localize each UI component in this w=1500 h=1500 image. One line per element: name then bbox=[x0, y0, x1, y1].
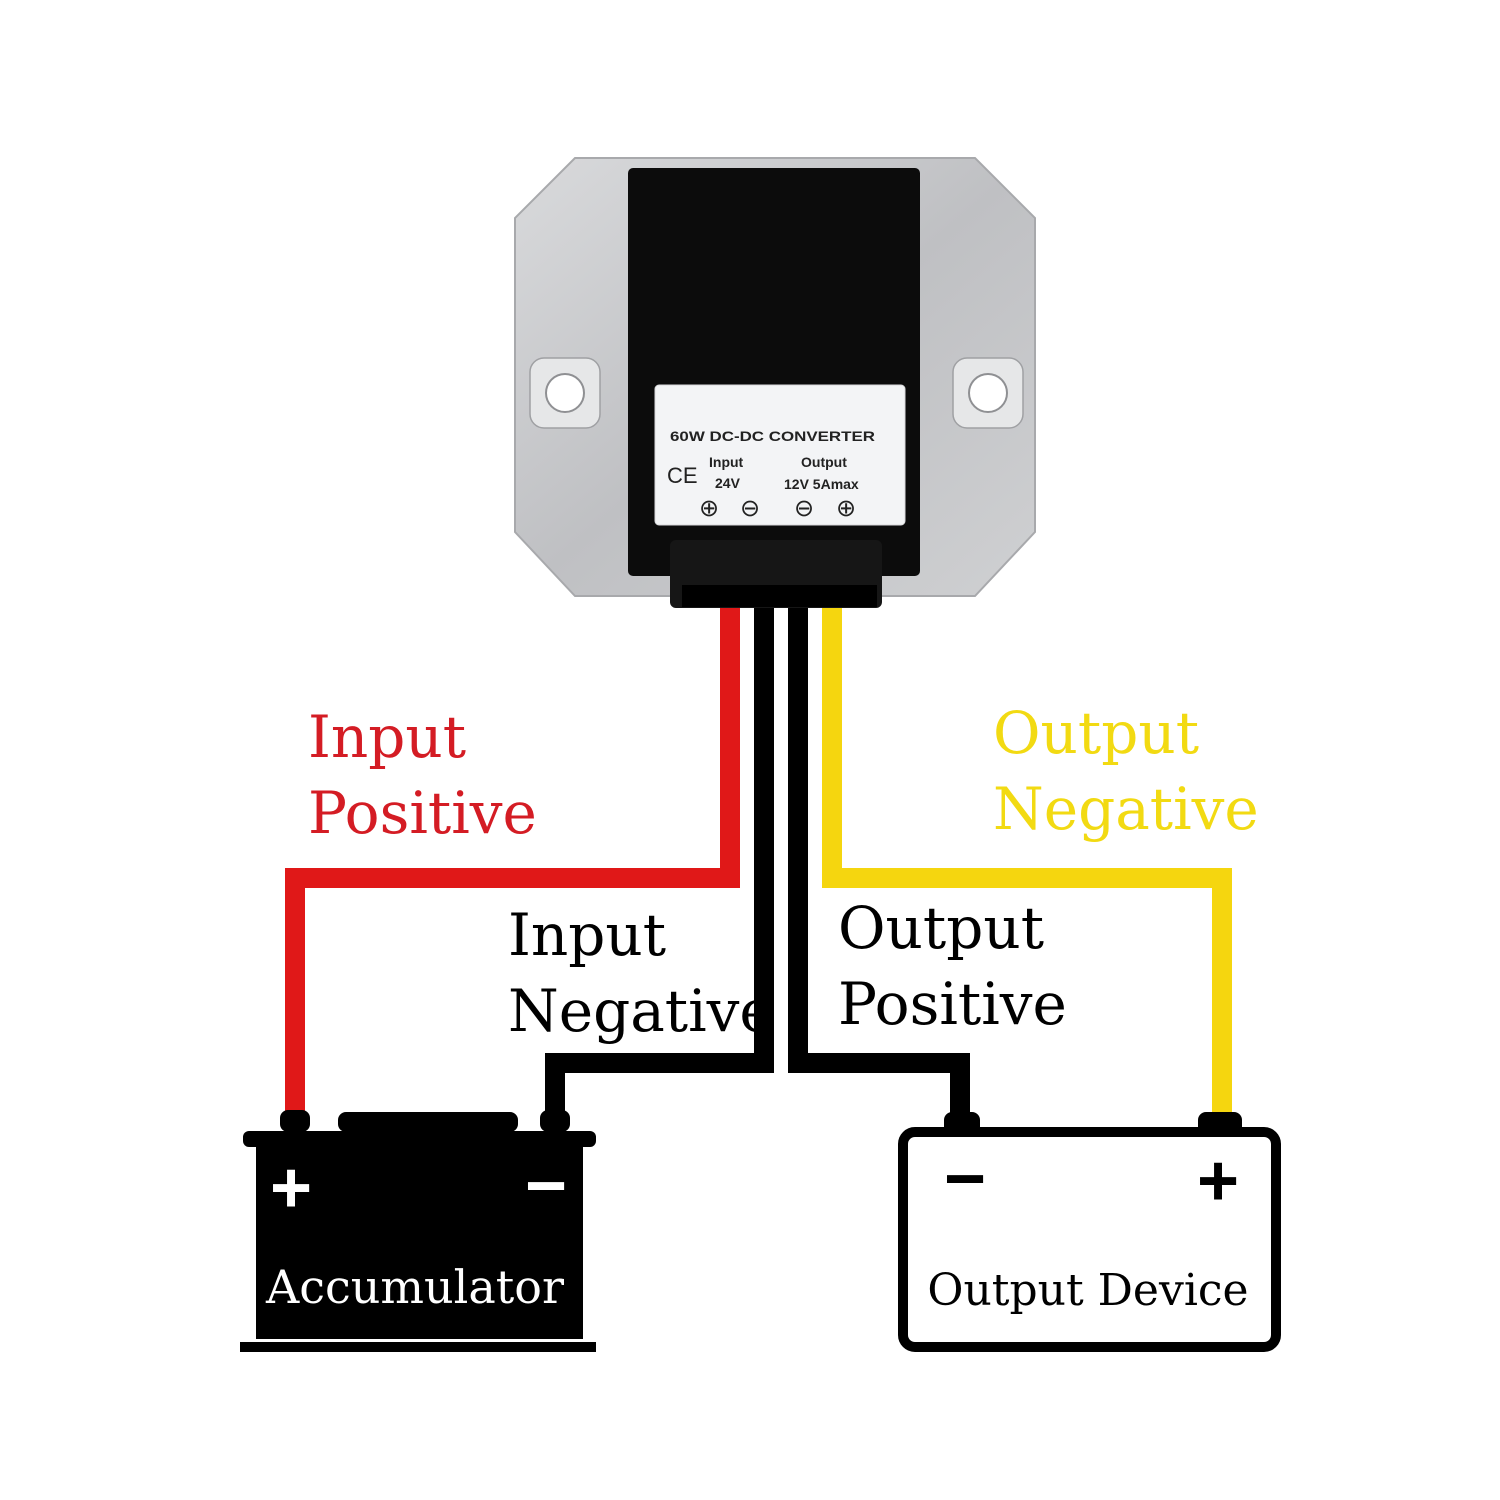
accumulator-base bbox=[240, 1342, 596, 1352]
converter-output-heading: Output bbox=[801, 454, 847, 470]
terminal-plus-icon: ⊕ bbox=[836, 495, 856, 522]
accumulator-lid bbox=[243, 1131, 596, 1147]
mounting-hole-right bbox=[968, 373, 1008, 413]
label-input-positive-line1: Input bbox=[308, 703, 466, 771]
converter-label bbox=[654, 384, 906, 526]
converter-input-voltage: 24V bbox=[715, 475, 741, 491]
label-output-negative-line2: Negative bbox=[993, 775, 1259, 843]
accumulator: + − Accumulator bbox=[240, 1110, 596, 1352]
terminal-plus-icon: ⊕ bbox=[699, 495, 719, 522]
converter-output-spec: 12V 5Amax bbox=[784, 476, 859, 492]
dc-dc-converter: 60W DC-DC CONVERTER CE Input 24V Output … bbox=[514, 157, 1036, 608]
label-output-positive-line1: Output bbox=[838, 894, 1044, 962]
wires bbox=[285, 605, 1232, 1125]
connector-lip bbox=[682, 585, 877, 607]
wire-labels: Input Positive Input Negative Output Pos… bbox=[308, 699, 1259, 1045]
label-output-negative-line1: Output bbox=[993, 699, 1199, 767]
accumulator-minus-icon: − bbox=[525, 1146, 567, 1226]
output-device-minus-icon: − bbox=[944, 1139, 986, 1219]
wire-input-positive bbox=[285, 605, 740, 1122]
converter-label-title: 60W DC-DC CONVERTER bbox=[670, 428, 875, 444]
wire-output-positive bbox=[788, 605, 970, 1125]
accumulator-terminal-positive bbox=[280, 1110, 310, 1132]
accumulator-plus-icon: + bbox=[270, 1148, 312, 1228]
ce-mark: CE bbox=[667, 463, 698, 488]
output-device: − + Output Device bbox=[898, 1112, 1281, 1352]
output-device-plus-icon: + bbox=[1197, 1141, 1239, 1221]
accumulator-name: Accumulator bbox=[265, 1260, 564, 1314]
converter-input-heading: Input bbox=[709, 454, 744, 470]
accumulator-body bbox=[256, 1147, 583, 1339]
terminal-minus-icon: ⊖ bbox=[740, 495, 760, 522]
accumulator-terminal-negative bbox=[540, 1110, 570, 1132]
label-input-negative-line2: Negative bbox=[508, 977, 774, 1045]
label-output-positive-line2: Positive bbox=[838, 970, 1067, 1038]
mounting-hole-left bbox=[545, 373, 585, 413]
accumulator-top-bar bbox=[338, 1112, 518, 1132]
terminal-minus-icon: ⊖ bbox=[794, 495, 814, 522]
wire-input-negative bbox=[545, 605, 774, 1122]
output-device-body bbox=[898, 1127, 1281, 1352]
label-input-negative-line1: Input bbox=[508, 901, 666, 969]
output-device-name: Output Device bbox=[927, 1265, 1248, 1316]
wire-output-negative bbox=[822, 605, 1232, 1125]
label-input-positive-line2: Positive bbox=[308, 779, 537, 847]
